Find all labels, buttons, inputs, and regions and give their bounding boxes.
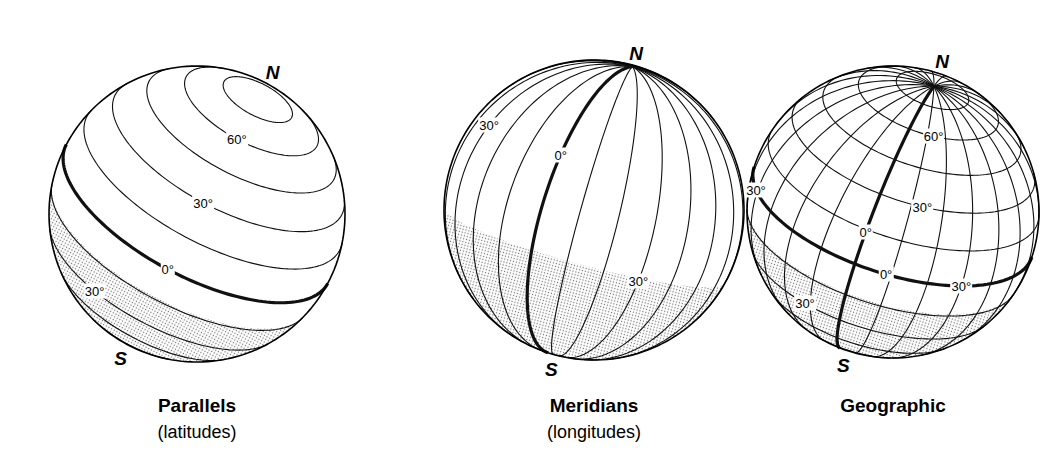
grid-line [425, 31, 632, 349]
globe-title: Meridians [550, 396, 639, 415]
degree-label: 0° [554, 147, 568, 162]
grid-line [743, 41, 934, 250]
grid-line [849, 86, 986, 366]
pole-label: S [837, 356, 850, 375]
grid-line [472, 44, 632, 354]
grid-line [556, 67, 751, 384]
grid-line [765, 58, 934, 343]
pole-label: N [629, 43, 643, 62]
grid-line [27, 185, 302, 365]
grid-line [764, 292, 945, 371]
main-grid-line [37, 145, 328, 339]
degree-label: 30° [628, 273, 650, 288]
degree-label: 30° [478, 118, 500, 133]
grid-line [573, 67, 776, 326]
degree-label: 30° [745, 182, 767, 197]
degree-label: 30° [84, 284, 106, 299]
grid-line [861, 86, 1047, 352]
grid-line [934, 75, 962, 94]
globe [709, 28, 1047, 396]
globe-outline [410, 26, 777, 393]
main-grid-line [506, 53, 633, 354]
grid-line [90, 82, 349, 263]
globe [0, 14, 397, 414]
grid-line [89, 318, 169, 364]
degree-label: 60° [923, 129, 945, 144]
degree-label: 30° [911, 199, 933, 214]
grid-line [848, 86, 951, 356]
grid-line [216, 67, 299, 132]
grid-line [731, 208, 1013, 344]
degree-label: 60° [226, 132, 248, 147]
grid-line [849, 57, 1005, 155]
globe-subtitle: (longitudes) [547, 423, 641, 441]
globe-outline [709, 28, 1047, 396]
main-grid-line [829, 80, 934, 351]
globe [410, 26, 777, 393]
grid-line [59, 110, 343, 304]
globe-title: Geographic [840, 396, 946, 415]
pole-label: N [266, 62, 280, 81]
degree-label: 0° [859, 224, 873, 239]
degree-label: 30° [794, 296, 816, 311]
degree-label: 30° [192, 195, 214, 210]
southern-shading [2, 182, 305, 412]
globe-subtitle: (latitudes) [157, 423, 236, 441]
degree-label: 0° [160, 262, 174, 277]
pole-label: S [545, 360, 558, 379]
grid-line [555, 67, 693, 371]
pole-label: S [114, 348, 127, 367]
grid-line [879, 86, 1047, 300]
globe-outline [0, 14, 397, 414]
grid-line [794, 69, 934, 349]
grid-line [853, 86, 1043, 370]
southern-shading [415, 208, 725, 393]
grid-line [775, 43, 933, 168]
pole-label: N [935, 51, 949, 70]
degree-label: 0° [879, 267, 893, 282]
southern-shading [714, 206, 1015, 395]
grid-line [733, 44, 934, 308]
grid-line [50, 272, 225, 380]
grid-line [128, 63, 343, 219]
grid-line [850, 86, 1017, 371]
grid-line [555, 67, 657, 362]
grid-line [558, 67, 769, 382]
grid-line [743, 50, 934, 333]
degree-label: 30° [950, 279, 972, 294]
globe-title: Parallels [158, 396, 236, 415]
grid-line [31, 228, 268, 379]
